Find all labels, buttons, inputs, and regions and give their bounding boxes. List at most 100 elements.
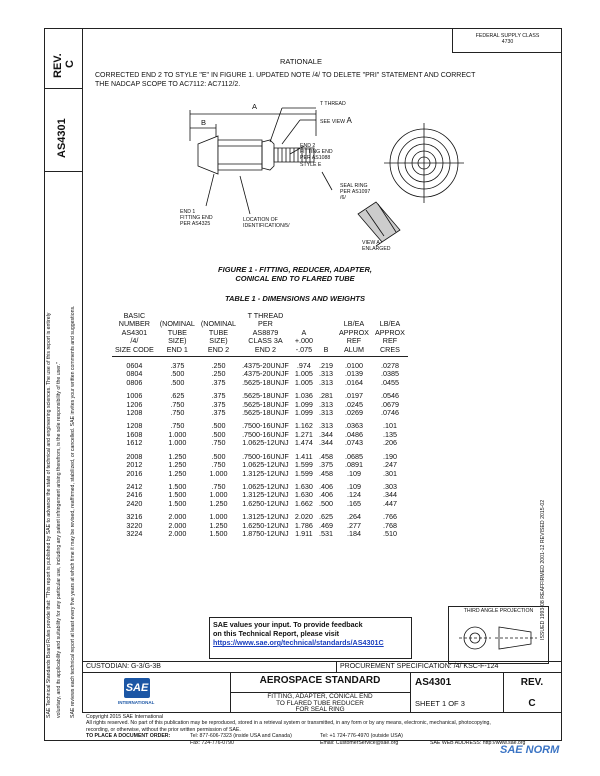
bottom-frame-line <box>44 740 562 741</box>
table-cell: 1.500 <box>168 498 187 508</box>
projection-box: THIRD ANGLE PROJECTION <box>448 606 549 664</box>
footer-legal: Copyright 2015 SAE International All rig… <box>86 714 491 733</box>
top-frame-line <box>44 28 562 29</box>
table-cell: .344 <box>319 429 333 439</box>
table-cell: .5625-18UNJF <box>242 408 289 418</box>
table-header-line: LB/EA <box>379 319 401 329</box>
table-cell: 1.000 <box>168 438 187 448</box>
table-cell: .206 <box>382 438 397 448</box>
side-disclaimer-2: voluntary, and its applicability and sui… <box>56 362 62 718</box>
end1-line-1: END 1 <box>180 209 196 215</box>
table-cell: .0546 <box>380 391 399 401</box>
table-cell: .500 <box>170 369 185 379</box>
table-cell: 1612 <box>126 438 143 448</box>
table-cell: .301 <box>382 468 397 478</box>
seal-line-3: /6/ <box>340 195 346 202</box>
label-see-view: SEE VIEW A <box>320 116 352 125</box>
table-cell: .500 <box>211 429 226 439</box>
table-header-line: +.000 <box>294 336 313 346</box>
table-cell: 1608 <box>126 429 143 439</box>
table-header-line: (NOMINAL <box>200 319 237 329</box>
view-a-line-2: ENLARGED <box>362 246 391 253</box>
table-cell: 2012 <box>126 460 143 470</box>
table-cell: 1.099 <box>294 408 313 418</box>
label-view-letter: A <box>346 116 352 125</box>
table-cell: 2416 <box>126 490 143 500</box>
title-top-line <box>82 661 562 662</box>
sae-logo: SAE <box>124 678 150 698</box>
sae-logo-sub: INTERNATIONAL <box>118 700 155 705</box>
table-cell: .313 <box>319 369 333 379</box>
view-a-line-1: VIEW A <box>362 240 380 246</box>
table-cell: 1.786 <box>294 520 313 530</box>
table-header-line: TUBE <box>208 327 229 337</box>
projection-label: THIRD ANGLE PROJECTION <box>463 608 534 614</box>
table-cell: .101 <box>382 421 397 431</box>
table-cell: 2420 <box>126 498 143 508</box>
table-cell: .0269 <box>344 408 363 418</box>
table-cell: 1.6250-12UNJ <box>242 498 289 508</box>
figure-caption-2: CONICAL END TO FLARED TUBE <box>235 274 355 283</box>
table-header-line: REF <box>382 336 398 346</box>
footer-email[interactable]: Email: CustomerService@sae.org <box>320 740 399 746</box>
table-cell: .344 <box>382 490 397 500</box>
inner-left-frame-line <box>82 28 83 712</box>
rationale-text-1: CORRECTED END 2 TO STYLE "E" IN FIGURE 1… <box>95 72 476 79</box>
table-cell: .0278 <box>380 361 399 371</box>
cust-divider <box>336 661 337 673</box>
table-header-line: SIZE) <box>168 336 187 346</box>
table-cell: .0455 <box>380 377 399 387</box>
feedback-line-1: SAE values your input. To provide feedba… <box>213 620 363 629</box>
table-cell: .0685 <box>344 451 363 461</box>
table-cell: .500 <box>211 421 226 431</box>
table-cell: 1.411 <box>295 451 313 461</box>
standard-description: FITTING, ADAPTER, CONICAL END TO FLARED … <box>230 693 410 714</box>
table-cell: .375 <box>211 391 226 401</box>
table-cell: .750 <box>170 399 185 409</box>
table-header-line: -.075 <box>295 344 313 354</box>
table-cell: 1.162 <box>294 421 313 431</box>
table-header-line: END 2 <box>207 344 230 354</box>
table-cell: .375 <box>211 408 226 418</box>
table-cell: 1208 <box>126 408 143 418</box>
table-header-line: APPROX <box>339 327 369 337</box>
feedback-link[interactable]: https://www.sae.org/technical/standards/… <box>213 638 384 647</box>
table-header-line: A <box>301 327 307 337</box>
desc-line-1: FITTING, ADAPTER, CONICAL END <box>267 693 373 700</box>
table-cell: 2.000 <box>168 512 187 522</box>
title-rev-label: REV. <box>520 677 544 688</box>
end2-line-1: END 2 <box>300 143 316 149</box>
table-cell: 1.474 <box>294 438 313 448</box>
table-cell: .510 <box>382 528 397 538</box>
table-cell: .406 <box>319 490 333 500</box>
table-cell: .625 <box>319 512 333 522</box>
table-header-cell: A+.000-.075 <box>291 312 316 358</box>
table-cell: 0804 <box>126 369 143 379</box>
table-cell: 1.500 <box>168 490 187 500</box>
side-disclaimer-1: SAE Technical Standards Board Rules prov… <box>46 312 52 718</box>
table-cell: 3224 <box>126 528 143 538</box>
table-cell: 1.271 <box>294 429 313 439</box>
table-cell: .447 <box>382 498 397 508</box>
footer-web[interactable]: SAE WEB ADDRESS: http://www.sae.org <box>430 740 526 746</box>
seal-line-1: SEAL RING <box>340 183 368 189</box>
label-see-view-text: SEE VIEW <box>320 119 346 125</box>
table-cell: 1208 <box>126 421 143 431</box>
table-cell: 1.250 <box>209 498 228 508</box>
footer-tel-2: Tel: +1 724-776-4970 (outside USA) <box>320 733 403 739</box>
standard-title: AEROSPACE STANDARD <box>259 675 381 686</box>
table-cell: .109 <box>346 468 361 478</box>
table-header-line: B <box>323 344 329 354</box>
table-header-line: APPROX <box>374 327 405 337</box>
